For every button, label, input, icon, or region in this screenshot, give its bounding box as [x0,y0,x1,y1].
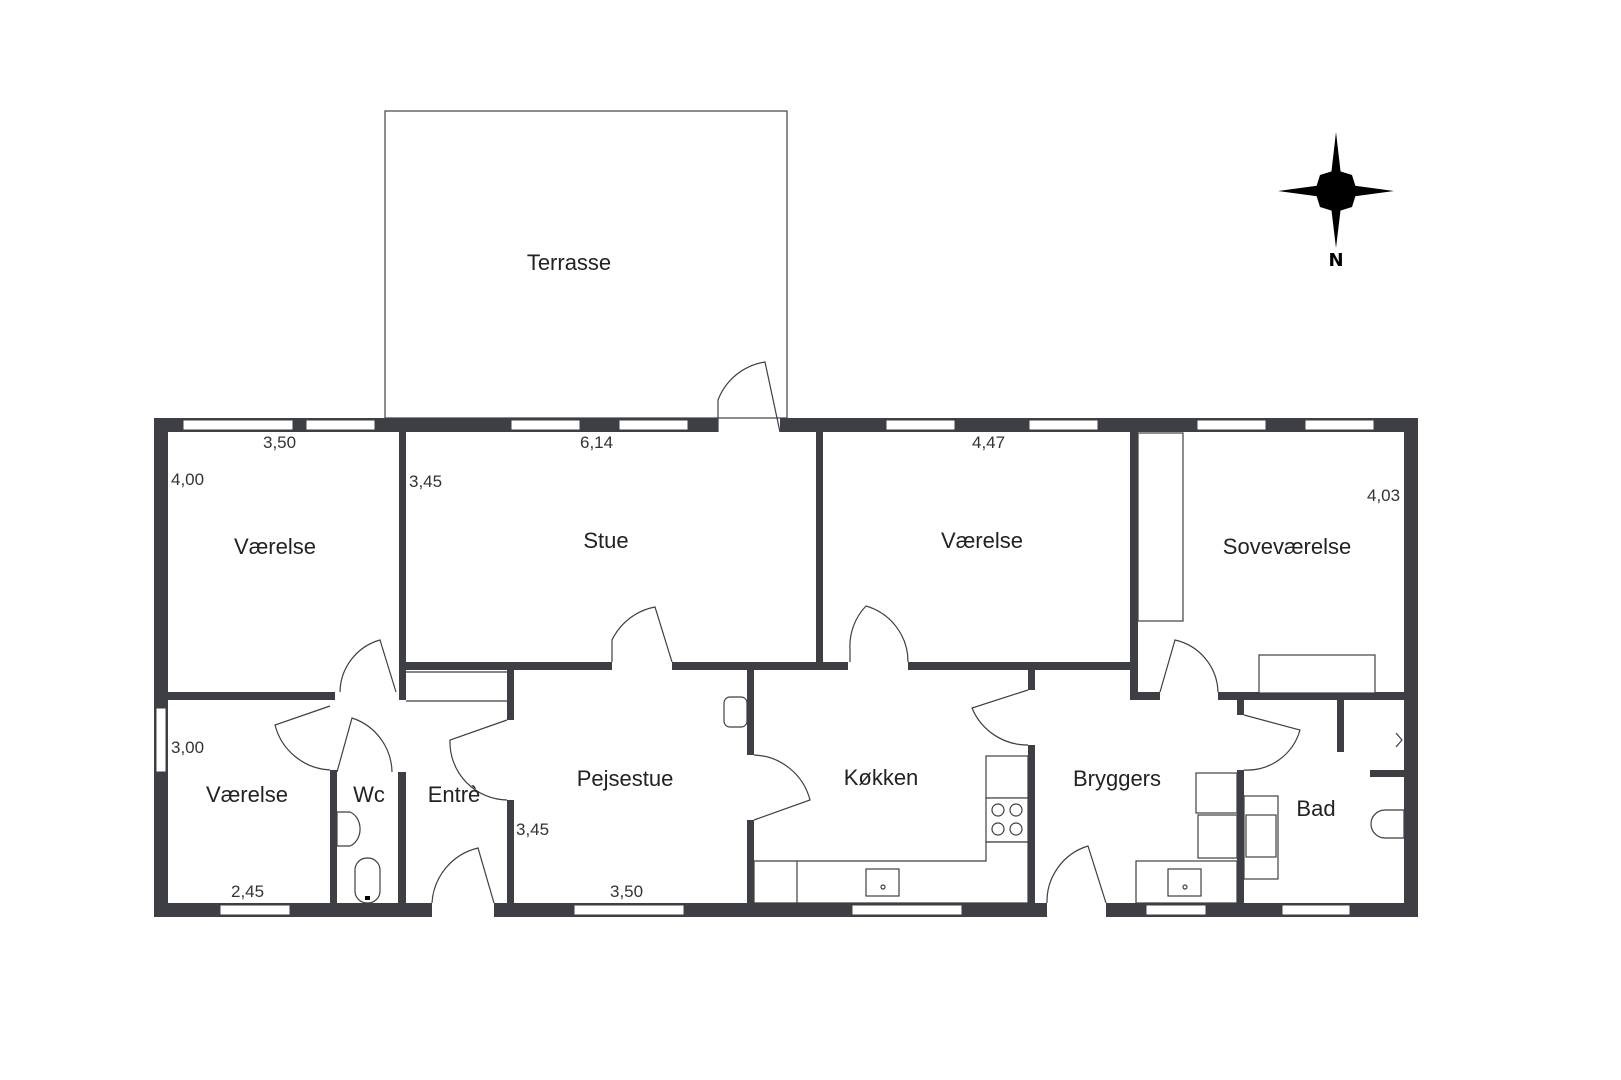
dim-vaerelse-sw-depth: 3,00 [171,738,204,757]
dim-vaerelse-n-width: 4,47 [972,433,1005,452]
room-label-stue: Stue [583,528,628,553]
door-entrance [431,847,495,904]
dresser [1258,654,1376,694]
door-bad [1243,714,1301,771]
dim-vaerelse-nw-width: 3,50 [263,433,296,452]
room-label-koekken: Køkken [844,765,919,790]
door-pejsestue [449,719,508,801]
door-bryggers-koekken [971,689,1029,746]
door-bryggers [1046,845,1107,904]
dim-stue-depth: 3,45 [409,472,442,491]
room-label-bryggers: Bryggers [1073,766,1161,791]
room-label-vaerelse-n: Værelse [941,528,1023,553]
counter [985,755,1029,799]
fireplace [723,696,748,728]
dim-pejsestue-depth: 3,45 [516,820,549,839]
washer [1195,772,1238,814]
door-vaerelse-n [849,605,909,663]
dim-stue-width: 6,14 [580,433,613,452]
kitchen-sink [865,868,900,897]
wardrobe [1137,432,1184,622]
room-label-vaerelse-sw: Værelse [206,782,288,807]
wc-sink [336,811,361,847]
utility-sink [1167,868,1202,897]
door-stue [611,606,673,663]
fixtures [336,432,1405,904]
wc-toilet [354,857,381,904]
dryer [1197,814,1238,859]
room-label-bad: Bad [1296,796,1335,821]
doors [274,361,1301,904]
dim-pejsestue-width: 3,50 [610,882,643,901]
stove [985,797,1029,843]
dim-vaerelse-nw-depth: 4,00 [171,470,204,489]
door-vaerelse-nw [339,639,397,693]
room-label-sovevaerelse: Soveværelse [1223,534,1351,559]
compass-rose-icon [1278,132,1394,248]
shower-drain [1395,732,1403,748]
door-koekken [753,754,811,821]
dim-sovevaerelse-depth: 4,03 [1367,486,1400,505]
bath-sink [1245,814,1277,858]
room-label-pejsestue: Pejsestue [577,766,674,791]
room-label-wc: Wc [353,782,385,807]
compass-north-label: N [1328,250,1343,271]
door-vaerelse-sw [274,705,331,771]
dim-vaerelse-sw-width: 2,45 [231,882,264,901]
door-wc [336,717,393,773]
room-label-terrasse: Terrasse [527,250,611,275]
room-label-vaerelse-nw: Værelse [234,534,316,559]
windows [155,419,1375,916]
room-label-entre: Entrè [428,782,481,807]
interior-walls [168,432,1404,903]
door-sovevaerelse [1159,639,1219,693]
bad-toilet [1370,809,1405,839]
door-terrace [717,361,781,433]
